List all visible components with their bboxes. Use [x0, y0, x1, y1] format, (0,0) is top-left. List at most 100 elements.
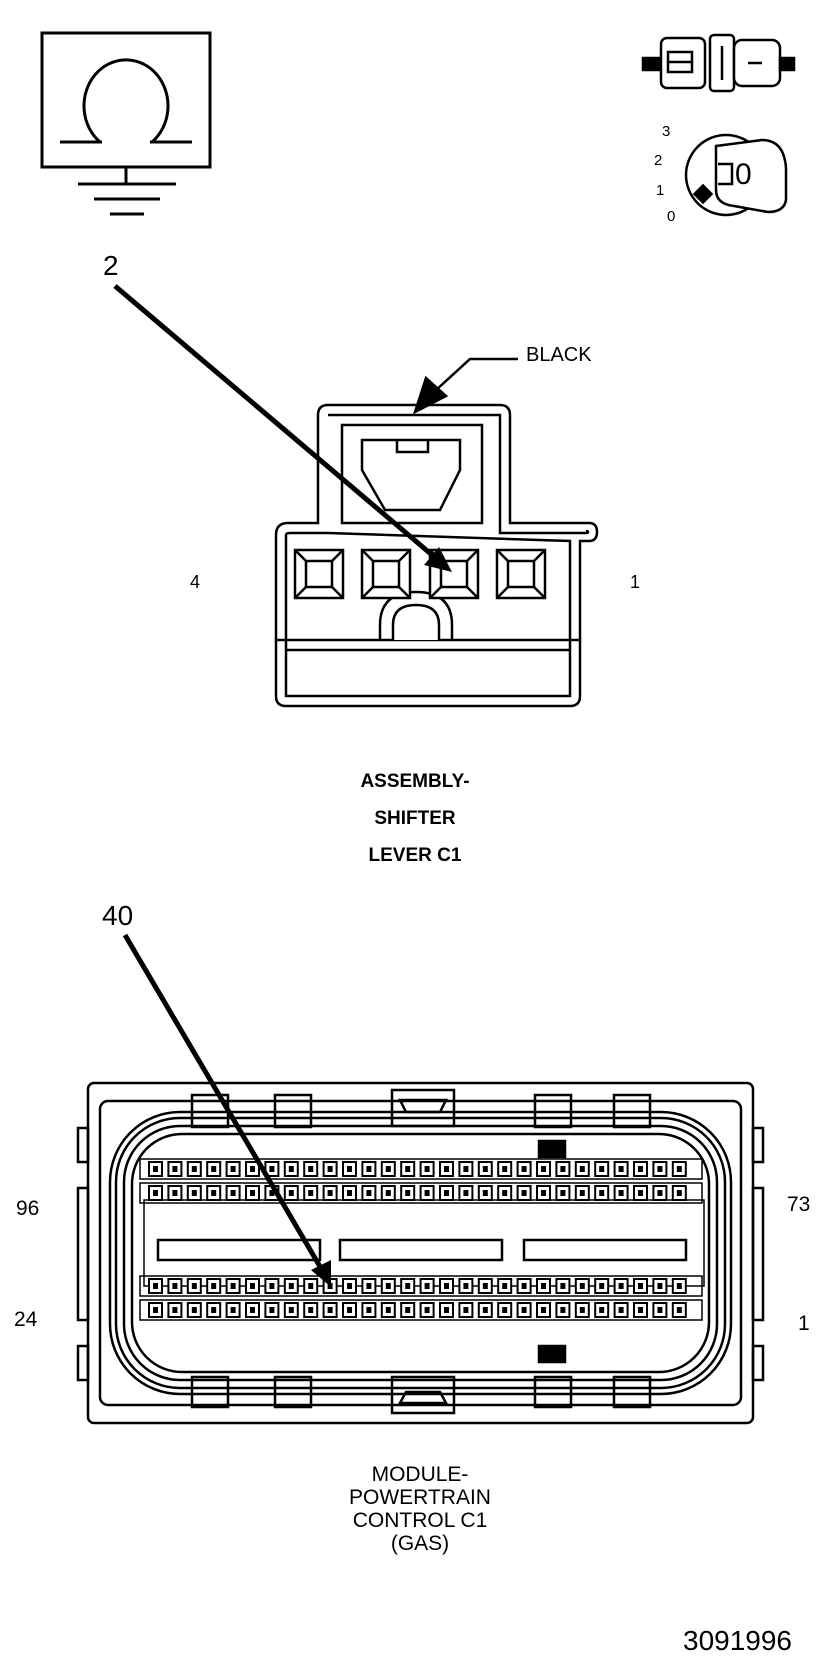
ignition-position-1: 1 — [656, 182, 665, 199]
pcm-pin-terminal — [676, 1307, 682, 1313]
shifter-cavity-3 — [360, 548, 412, 600]
pcm-pin-terminal — [327, 1190, 333, 1196]
pcm-title: MODULE- POWERTRAIN CONTROL C1 (GAS) — [320, 1463, 520, 1555]
pcm-pin-terminal — [385, 1166, 391, 1172]
pcm-pin-terminal — [288, 1283, 294, 1289]
pcm-pin-terminal — [153, 1283, 158, 1289]
pcm-pin-terminal — [618, 1166, 624, 1172]
pcm-pin-terminal — [676, 1190, 682, 1196]
shifter-title-line: ASSEMBLY- — [360, 771, 470, 792]
figure-number: 3091996 — [683, 1625, 793, 1656]
pcm-pin-terminal — [230, 1307, 236, 1313]
pcm-pin-terminal — [599, 1283, 605, 1289]
pcm-pin-row — [139, 1158, 703, 1180]
pcm-title-line: (GAS) — [390, 1532, 450, 1555]
pcm-pin-terminal — [579, 1283, 585, 1289]
pcm-pin-terminal — [250, 1307, 255, 1313]
pcm-pin-terminal — [250, 1166, 255, 1172]
pcm-pin-terminal — [230, 1190, 236, 1196]
pcm-pin-terminal — [463, 1307, 469, 1313]
pcm-pin-terminal — [269, 1166, 275, 1172]
callout-arrow-pin-40 — [122, 933, 331, 1287]
pcm-pin-terminal — [347, 1190, 352, 1196]
pcm-pin-terminal — [405, 1166, 411, 1172]
ignition-position-0: 0 — [667, 208, 676, 225]
color-leader — [412, 357, 518, 415]
shifter-callout-pin: 2 — [103, 250, 119, 281]
pcm-pin-terminal — [579, 1166, 585, 1172]
pcm-pin-terminal — [366, 1307, 372, 1313]
pcm-pin-terminal — [502, 1190, 508, 1196]
pcm-pin-terminal — [347, 1307, 352, 1313]
pcm-connector — [76, 1081, 765, 1425]
pcm-pin-terminal — [482, 1166, 488, 1172]
pcm-pin-terminal — [599, 1190, 605, 1196]
shifter-cavity-4 — [293, 548, 345, 600]
pcm-pin-terminal — [366, 1166, 372, 1172]
pcm-pin-field — [139, 1158, 703, 1321]
pcm-pin-terminal — [618, 1283, 624, 1289]
pcm-pin-terminal — [153, 1190, 158, 1196]
pcm-pin-terminal — [521, 1283, 527, 1289]
pcm-pin-terminal — [288, 1190, 294, 1196]
pcm-pin-terminal — [676, 1283, 682, 1289]
pcm-pin-terminal — [191, 1166, 197, 1172]
pcm-pin-terminal — [482, 1307, 488, 1313]
pcm-pin-terminal — [347, 1166, 352, 1172]
pcm-pin-terminal — [463, 1283, 469, 1289]
pcm-pin-terminal — [211, 1190, 217, 1196]
pcm-label-bottom-right: 1 — [798, 1312, 810, 1335]
pcm-pin-terminal — [211, 1307, 217, 1313]
pcm-pin-terminal — [230, 1166, 236, 1172]
pcm-pin-terminal — [385, 1283, 391, 1289]
pcm-pin-terminal — [521, 1190, 527, 1196]
shifter-title-line: LEVER C1 — [368, 845, 462, 866]
pcm-pin-terminal — [638, 1190, 643, 1196]
pcm-pin-terminal — [405, 1190, 411, 1196]
pcm-pin-terminal — [308, 1166, 314, 1172]
pcm-title-line: POWERTRAIN — [349, 1486, 491, 1509]
pcm-pin-terminal — [405, 1283, 411, 1289]
pcm-pin-terminal — [638, 1283, 643, 1289]
pcm-pin-terminal — [502, 1166, 508, 1172]
pcm-pin-terminal — [327, 1307, 333, 1313]
pcm-pin-terminal — [521, 1307, 527, 1313]
ohm-ground-icon — [40, 31, 212, 216]
shifter-side-right: 1 — [630, 572, 641, 592]
pcm-pin-terminal — [482, 1283, 488, 1289]
pcm-pin-terminal — [541, 1307, 546, 1313]
pcm-pin-terminal — [308, 1283, 314, 1289]
pcm-pin-terminal — [172, 1166, 178, 1172]
pcm-pin-terminal — [482, 1190, 488, 1196]
connector-disconnected-icon — [641, 33, 796, 93]
pcm-pin-terminal — [599, 1307, 605, 1313]
pcm-pin-terminal — [405, 1307, 411, 1313]
pcm-pin-terminal — [579, 1307, 585, 1313]
shifter-cavities — [293, 548, 547, 600]
pcm-pin-terminal — [560, 1190, 566, 1196]
pcm-pin-terminal — [444, 1166, 449, 1172]
pcm-pin-terminal — [657, 1166, 663, 1172]
pcm-label-bottom-left: 24 — [14, 1308, 38, 1331]
pcm-pin-terminal — [657, 1190, 663, 1196]
shifter-side-left: 4 — [190, 572, 201, 592]
pcm-pin-terminal — [444, 1307, 449, 1313]
pcm-pin-terminal — [211, 1283, 217, 1289]
pcm-pin-terminal — [250, 1190, 255, 1196]
ignition-position-3: 3 — [662, 123, 671, 140]
pcm-pin-terminal — [444, 1190, 449, 1196]
pcm-pin-terminal — [153, 1307, 158, 1313]
pcm-pin-terminal — [385, 1190, 391, 1196]
pcm-pin-terminal — [230, 1283, 236, 1289]
pcm-pin-terminal — [385, 1307, 391, 1313]
pcm-pin-terminal — [366, 1283, 372, 1289]
pcm-pin-terminal — [250, 1283, 255, 1289]
pcm-pin-terminal — [599, 1166, 605, 1172]
pcm-pin-terminal — [172, 1283, 178, 1289]
pcm-pin-terminal — [366, 1190, 372, 1196]
pcm-pin-terminal — [424, 1307, 430, 1313]
pcm-pin-terminal — [172, 1190, 178, 1196]
shifter-cavity-1 — [495, 548, 547, 600]
pcm-pin-terminal — [541, 1166, 546, 1172]
pcm-pin-terminal — [657, 1283, 663, 1289]
